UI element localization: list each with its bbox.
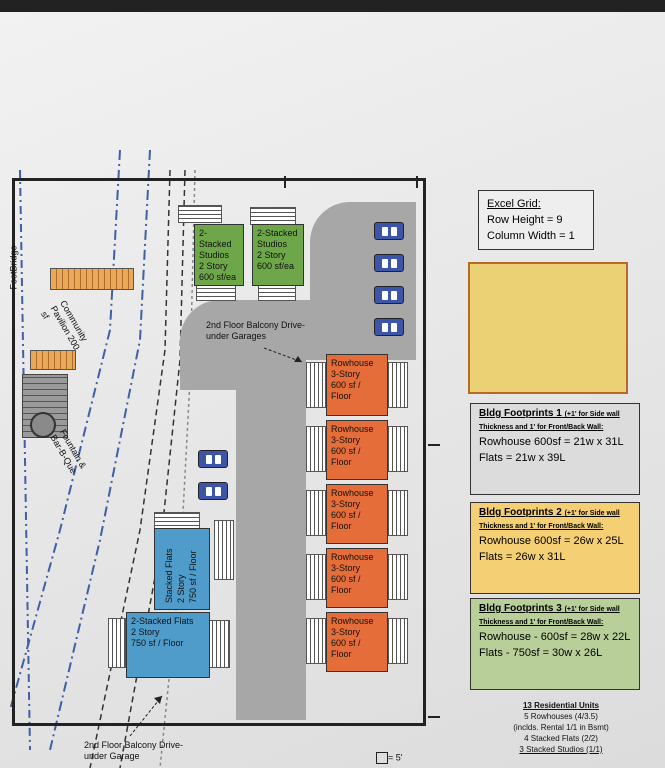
- flats-deck: [108, 618, 126, 668]
- rowhouse-deck: [388, 554, 408, 600]
- rowhouse-deck: [306, 618, 326, 664]
- car-icon: [198, 450, 228, 468]
- footbridge-label: FootBridge: [8, 245, 19, 290]
- excel-grid-box: Excel Grid: Row Height = 9 Column Width …: [478, 190, 594, 250]
- yellow-swatch: [468, 262, 628, 394]
- stacked-flats-vertical: Stacked Flats 2 Story 750 sf / Floor: [154, 528, 210, 610]
- arrow-top: [263, 347, 303, 363]
- footbridge: [50, 268, 134, 290]
- rowhouse-deck: [388, 426, 408, 472]
- rowhouse-deck: [306, 554, 326, 600]
- scale-square-icon: [376, 752, 388, 764]
- site-boundary: [12, 178, 426, 726]
- footprints-box-3: Bldg Footprints 3 (+1' for Side wall Thi…: [470, 598, 640, 690]
- tick-mark: [428, 716, 440, 718]
- stacked-flats-horizontal: 2-Stacked Flats 2 Story 750 sf / Floor: [126, 612, 210, 678]
- rowhouse-deck: [388, 618, 408, 664]
- unit-summary: 13 Residential Units 5 Rowhouses (4/3.5)…: [513, 701, 609, 754]
- rowhouse-deck: [306, 490, 326, 536]
- flats-deck: [208, 620, 230, 668]
- top-shadow: [0, 0, 665, 12]
- footprints-box-2: Bldg Footprints 2 (+1' for Side wall Thi…: [470, 502, 640, 594]
- rowhouse-deck: [306, 362, 326, 408]
- road-spur: [180, 330, 240, 390]
- car-icon: [374, 318, 404, 336]
- car-icon: [374, 222, 404, 240]
- road-main: [236, 340, 306, 720]
- footprints-box-1: Bldg Footprints 1 (+1' for Side wall Thi…: [470, 403, 640, 495]
- rowhouse-deck: [306, 426, 326, 472]
- tick-mark: [428, 444, 440, 446]
- balcony-label-top: 2nd Floor Balcony Drive-under Garages: [206, 320, 306, 341]
- rowhouse-deck: [388, 490, 408, 536]
- car-icon: [198, 482, 228, 500]
- studio-deck: [196, 285, 236, 301]
- studio-deck: [178, 205, 222, 223]
- tick-mark: [416, 176, 418, 188]
- balcony-label-bottom: 2nd Floor Balcony Drive-under Garage: [84, 740, 184, 761]
- studio-deck: [258, 285, 296, 301]
- car-icon: [374, 286, 404, 304]
- fountain-icon: [30, 412, 56, 438]
- arrow-bottom: [129, 695, 163, 737]
- studio-deck: [250, 207, 296, 225]
- flats-deck: [214, 520, 234, 580]
- pavilion: [30, 350, 76, 370]
- tick-mark: [284, 176, 286, 188]
- car-icon: [374, 254, 404, 272]
- scale-legend: = 5': [376, 752, 402, 764]
- rowhouse-deck: [388, 362, 408, 408]
